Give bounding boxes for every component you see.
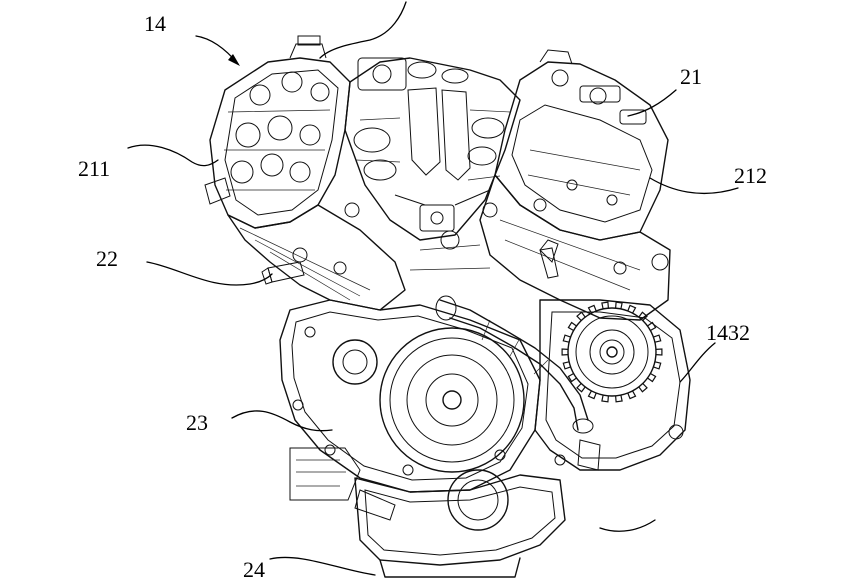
label-211: 211 (78, 156, 110, 181)
reference-labels: 14 21 211 212 22 23 1432 24 (78, 11, 767, 582)
label-21: 21 (680, 64, 702, 89)
sprocket-tooth (647, 372, 657, 383)
sprocket-tooth (615, 394, 623, 403)
sprocket-tooth (562, 361, 571, 370)
leader-212 (649, 177, 739, 195)
misc-details (344, 198, 601, 471)
label-22: 22 (96, 246, 118, 271)
sprocket-tooth (655, 348, 663, 356)
leader-right-lower (599, 519, 656, 532)
leader-211 (127, 144, 219, 167)
label-24: 24 (243, 557, 265, 579)
sprocket-tooth (587, 390, 597, 400)
crankcase-right (534, 299, 691, 471)
sprocket-tooth (601, 301, 609, 310)
leader-1432 (679, 342, 716, 383)
crankcase-left (279, 299, 541, 493)
label-23: 23 (186, 410, 208, 435)
left-cylinder-head (204, 35, 351, 229)
label-14: 14 (144, 11, 166, 36)
leader-22 (146, 261, 273, 286)
right-cylinder-head (494, 49, 669, 241)
leader-top (319, 1, 407, 59)
sprocket-tooth (653, 334, 662, 343)
sprocket-tooth (627, 390, 637, 400)
leader-14-arrowhead (228, 54, 240, 66)
sprocket-tooth (567, 321, 577, 332)
sprocket-tooth (627, 304, 637, 314)
leader-24 (269, 556, 376, 576)
sprocket-tooth (615, 301, 623, 310)
sprocket-tooth (638, 311, 648, 321)
label-212: 212 (734, 163, 767, 188)
leader-23 (231, 410, 333, 432)
leader-21 (627, 89, 677, 117)
engine-drawing (204, 35, 691, 578)
sprocket-tooth (576, 311, 586, 321)
sprocket-tooth (576, 383, 586, 393)
sprocket-tooth (561, 348, 569, 356)
sprocket-tooth (647, 321, 657, 332)
sprocket-tooth (587, 304, 597, 314)
oil-pan (289, 447, 566, 578)
left-cylinder-body (227, 204, 406, 311)
sprocket-tooth (562, 334, 571, 343)
intake-manifold (344, 57, 521, 241)
label-1432: 1432 (706, 320, 750, 345)
sprocket-tooth (638, 383, 648, 393)
sprocket-tooth (567, 372, 577, 383)
main-pulley (379, 327, 525, 473)
leader-lines (127, 1, 739, 576)
sprocket-tooth (653, 361, 662, 370)
coolant-pipe (435, 295, 594, 434)
sprocket-tooth (601, 394, 609, 403)
right-cylinder-body (479, 174, 671, 321)
sprocket-gear (561, 301, 663, 403)
